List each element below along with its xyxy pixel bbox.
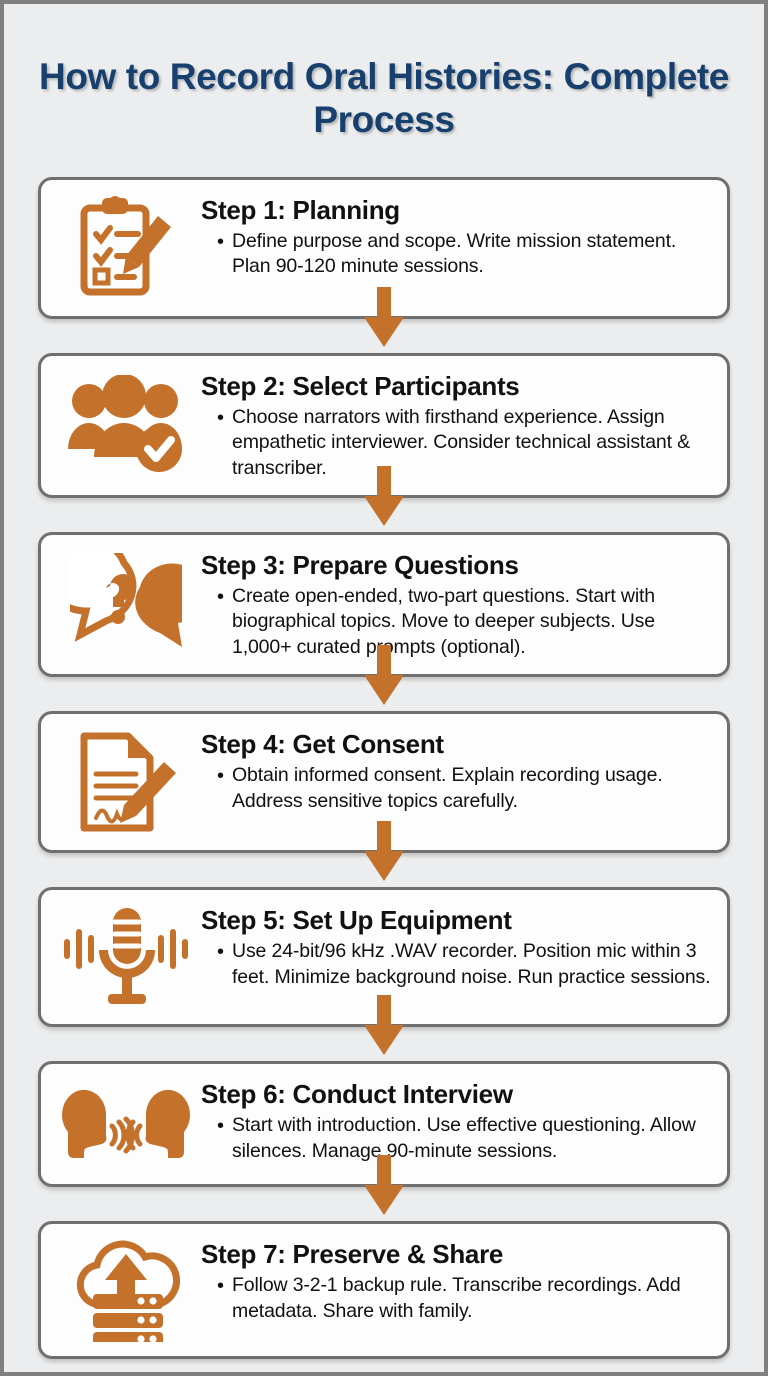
step-bullet-1: • Define purpose and scope. Write missio… [201,229,711,280]
step-title-5: Step 5: Set Up Equipment [201,905,512,936]
step-bullet-6: • Start with introduction. Use effective… [201,1113,711,1164]
step-body-5: Step 5: Set Up Equipment • Use 24-bit/96… [201,902,711,990]
step-bullet-4: • Obtain informed consent. Explain recor… [201,763,711,814]
step-body-4: Step 4: Get Consent • Obtain informed co… [201,726,711,814]
bullet-dot-icon: • [217,230,225,253]
step-title-2: Step 2: Select Participants [201,370,520,401]
step-card-3[interactable]: Step 3: Prepare Questions • Create open-… [38,532,730,706]
step-detail-7: Follow 3-2-1 backup rule. Transcribe rec… [232,1274,681,1322]
step-bullet-2: • Choose narrators with firsthand experi… [201,405,711,481]
step-detail-4: Obtain informed consent. Explain recordi… [232,764,663,812]
step-detail-1: Define purpose and scope. Write mission … [232,229,677,278]
step-card-1[interactable]: Step 1: Planning • Define purpose and sc… [38,176,730,347]
step-body-1: Step 1: Planning • Define purpose and sc… [201,192,711,280]
cloud-upload-server-icon [51,1236,201,1343]
step-card-5[interactable]: Step 5: Set Up Equipment • Use 24-bit/96… [38,887,730,1056]
arrow-down-icon-2 [364,466,404,527]
arrow-down-icon-4 [364,821,404,882]
step-bullet-5: • Use 24-bit/96 kHz .WAV recorder. Posit… [201,939,711,990]
bullet-dot-icon: • [217,765,225,788]
arrow-down-icon-5 [364,995,404,1056]
step-detail-3: Create open-ended, two-part questions. S… [232,585,655,658]
signed-document-pen-icon [51,726,201,836]
clipboard-checklist-pencil-icon [51,192,201,302]
bullet-dot-icon: • [217,941,225,964]
step-bullet-3: • Create open-ended, two-part questions.… [201,584,711,660]
steps-list: Step 1: Planning • Define purpose and sc… [4,167,764,1360]
step-detail-5: Use 24-bit/96 kHz .WAV recorder. Positio… [232,940,711,988]
bullet-dot-icon: • [217,1115,225,1138]
step-card-2[interactable]: Step 2: Select Participants • Choose nar… [38,352,730,527]
arrow-down-icon-3 [364,645,404,706]
step-detail-2: Choose narrators with firsthand experien… [232,405,690,479]
two-heads-talking-icon [51,1076,201,1170]
step-card-7[interactable]: Step 7: Preserve & Share • Follow 3-2-1 … [38,1221,730,1360]
step-title-7: Step 7: Preserve & Share [201,1239,504,1270]
microphone-waveform-icon [51,902,201,1010]
step-bullet-7: • Follow 3-2-1 backup rule. Transcribe r… [201,1273,711,1324]
step-body-3: Step 3: Prepare Questions • Create open-… [201,547,711,660]
step-title-4: Step 4: Get Consent [201,729,444,760]
arrow-down-icon-6 [364,1155,404,1216]
bullet-dot-icon: • [217,406,225,429]
bullet-dot-icon: • [217,1275,225,1298]
arrow-down-icon-1 [364,286,404,347]
bullet-dot-icon: • [217,586,225,609]
step-card-6[interactable]: Step 6: Conduct Interview • Start with i… [38,1061,730,1216]
step-card-4[interactable]: Step 4: Get Consent • Obtain informed co… [38,711,730,882]
step-title-3: Step 3: Prepare Questions [201,550,519,581]
step-title-1: Step 1: Planning [201,194,400,225]
step-body-2: Step 2: Select Participants • Choose nar… [201,368,711,481]
step-detail-6: Start with introduction. Use effective q… [232,1114,696,1162]
speech-bubble-question-icon [51,551,201,657]
step-body-6: Step 6: Conduct Interview • Start with i… [201,1076,711,1164]
step-title-6: Step 6: Conduct Interview [201,1079,513,1110]
group-people-check-icon [51,373,201,475]
page-title: How to Record Oral Histories: Complete P… [39,55,729,141]
step-body-7: Step 7: Preserve & Share • Follow 3-2-1 … [201,1236,711,1324]
